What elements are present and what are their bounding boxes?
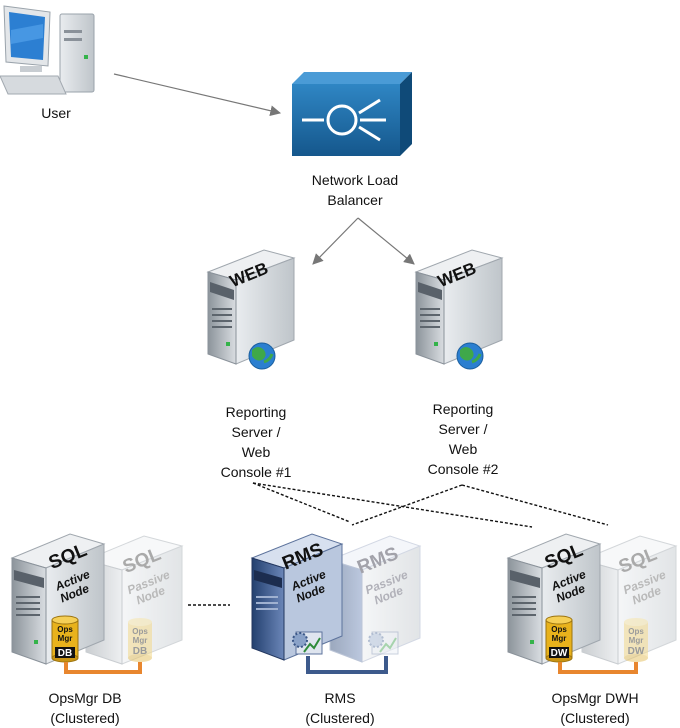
opsmgr-db-cluster: SQL Passive Node Ops Mgr DB SQL Active N…	[10, 533, 184, 674]
web-server-2-icon: WEB	[414, 249, 504, 370]
web2-label: Reporting Server / Web Console #2	[427, 401, 499, 477]
svg-text:Ops: Ops	[57, 625, 73, 634]
opsmgr-db-label: OpsMgr DB (Clustered)	[48, 690, 122, 726]
cluster-link	[306, 656, 388, 674]
svg-text:Mgr: Mgr	[133, 636, 148, 645]
disk-passive-icon: Ops Mgr DB	[128, 618, 152, 662]
load-balancer-icon	[292, 72, 412, 156]
nlb-to-web2-arrow	[357, 217, 415, 265]
svg-text:Mgr: Mgr	[629, 636, 644, 645]
user-label: User	[41, 105, 71, 121]
svg-text:DW: DW	[551, 648, 568, 659]
nlb-label: Network Load Balancer	[311, 172, 399, 208]
gear-icon	[368, 631, 399, 655]
cluster-link	[64, 662, 142, 674]
gear-icon	[292, 631, 323, 655]
globe-icon	[248, 342, 276, 370]
user-computer-icon	[0, 5, 95, 95]
disk-passive-icon: Ops Mgr DW	[624, 618, 648, 662]
rms-label: RMS (Clustered)	[305, 690, 375, 726]
svg-text:DW: DW	[628, 646, 645, 657]
svg-text:Mgr: Mgr	[552, 634, 567, 643]
disk-active-icon: Ops Mgr DW	[545, 615, 573, 663]
svg-text:Mgr: Mgr	[58, 634, 73, 643]
disk-active-icon: Ops Mgr DB	[51, 615, 79, 663]
nlb-to-web1-arrow	[312, 217, 359, 265]
cluster-link	[558, 662, 638, 674]
svg-text:Ops: Ops	[551, 625, 567, 634]
globe-icon	[456, 342, 484, 370]
user-to-nlb-arrow	[113, 73, 282, 117]
web1-label: Reporting Server / Web Console #1	[220, 404, 292, 480]
rms-cluster: RMS Passive Node RMS Active Node	[250, 533, 422, 674]
dotted-links	[188, 482, 609, 606]
svg-text:DB: DB	[133, 646, 147, 657]
opsmgr-dwh-cluster: SQL Passive Node Ops Mgr DW SQL Active N…	[506, 533, 678, 674]
svg-text:Ops: Ops	[628, 627, 644, 636]
svg-text:DB: DB	[58, 648, 72, 659]
opsmgr-dwh-label: OpsMgr DWH (Clustered)	[551, 690, 639, 726]
rms-active-node-icon: RMS Active Node	[250, 533, 344, 661]
web-server-1-icon: WEB	[206, 249, 296, 370]
svg-text:Ops: Ops	[132, 627, 148, 636]
